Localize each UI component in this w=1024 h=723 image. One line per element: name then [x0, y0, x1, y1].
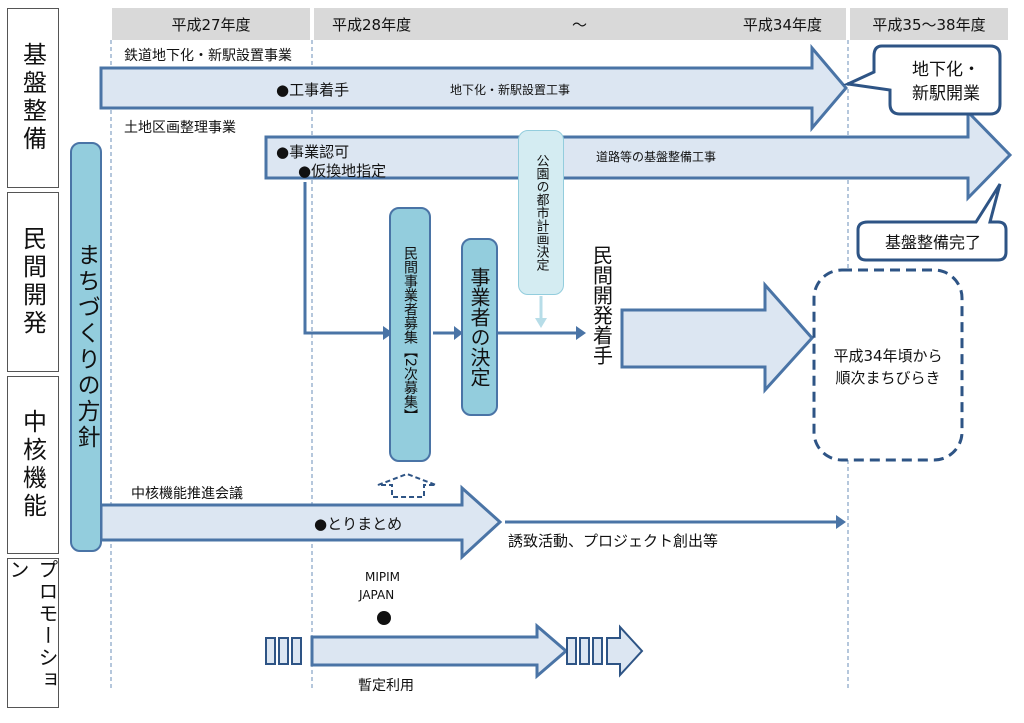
row-label-private-development: 民間開発 — [7, 192, 59, 372]
dashed-up-arrow — [377, 472, 437, 498]
callout-station-opening — [842, 44, 1002, 116]
header-h28-h34: 平成28年度 ～ 平成34年度 — [314, 8, 846, 40]
private-dev-arrow — [620, 281, 815, 394]
town-opening-line: 平成34年頃から — [833, 347, 943, 365]
town-opening-box — [812, 268, 964, 462]
callout-station-opening-text: 地下化・ 新駅開業 — [894, 58, 998, 106]
park-plan-box: 公園の都市計画決定 — [518, 130, 564, 295]
mipim-event-name: MIPIM — [365, 570, 401, 584]
policy-bar: まちづくりの方針 — [70, 142, 102, 552]
railway-arrow — [99, 43, 848, 133]
callout-infrastructure-complete — [856, 183, 1008, 262]
town-opening-text: 平成34年頃から 順次まちびらき — [814, 345, 962, 389]
connector-line — [303, 182, 383, 335]
row-label-core-function: 中核機能 — [7, 376, 59, 554]
town-opening-line: 順次まちびらき — [835, 369, 941, 387]
land-milestone-approval: ●事業認可 — [276, 143, 350, 161]
railway-title: 鉄道地下化・新駅設置事業 — [124, 48, 292, 64]
railway-arrow-text: 地下化・新駅設置工事 — [450, 83, 571, 97]
promotion-arrow-text: 暫定利用 — [358, 678, 414, 694]
callout-line: 地下化・ — [912, 60, 980, 80]
land-title: 土地区画整理事業 — [124, 120, 236, 136]
row-label-promotion: プロモーション — [6, 558, 59, 708]
header-label: 平成27年度 — [171, 15, 251, 34]
private-start-text: 民間開発着手 — [589, 245, 614, 365]
core-function-arrow — [99, 484, 503, 561]
promotion-arrow — [310, 622, 569, 680]
header-label: 平成34年度 — [742, 15, 822, 34]
core-after-text: 誘致活動、プロジェクト創出等 — [508, 532, 719, 550]
callout-line: 新駅開業 — [912, 84, 980, 104]
row-label-infrastructure: 基盤整備 — [7, 8, 59, 188]
land-readjustment-arrow — [264, 108, 1013, 202]
header-label: 平成28年度 — [332, 15, 412, 34]
core-title: 中核機能推進会議 — [131, 486, 243, 502]
header-h35-h38: 平成35～38年度 — [850, 8, 1008, 40]
land-arrow-text: 道路等の基盤整備工事 — [596, 150, 717, 164]
mipim-dot — [377, 611, 391, 625]
callout-infrastructure-complete-text: 基盤整備完了 — [884, 233, 981, 252]
header-label: 平成35～38年度 — [872, 15, 986, 34]
recruit-box: 民間事業者募集【2次募集】 — [389, 207, 431, 462]
header-h27: 平成27年度 — [112, 8, 310, 40]
core-milestone: ●とりまとめ — [314, 515, 403, 533]
mipim-event-country: JAPAN — [359, 588, 395, 602]
decision-box: 事業者の決定 — [461, 238, 498, 416]
header-label: ～ — [572, 15, 588, 34]
land-milestone-replot: ●仮換地指定 — [298, 162, 387, 180]
railway-milestone: ●工事着手 — [276, 81, 350, 99]
